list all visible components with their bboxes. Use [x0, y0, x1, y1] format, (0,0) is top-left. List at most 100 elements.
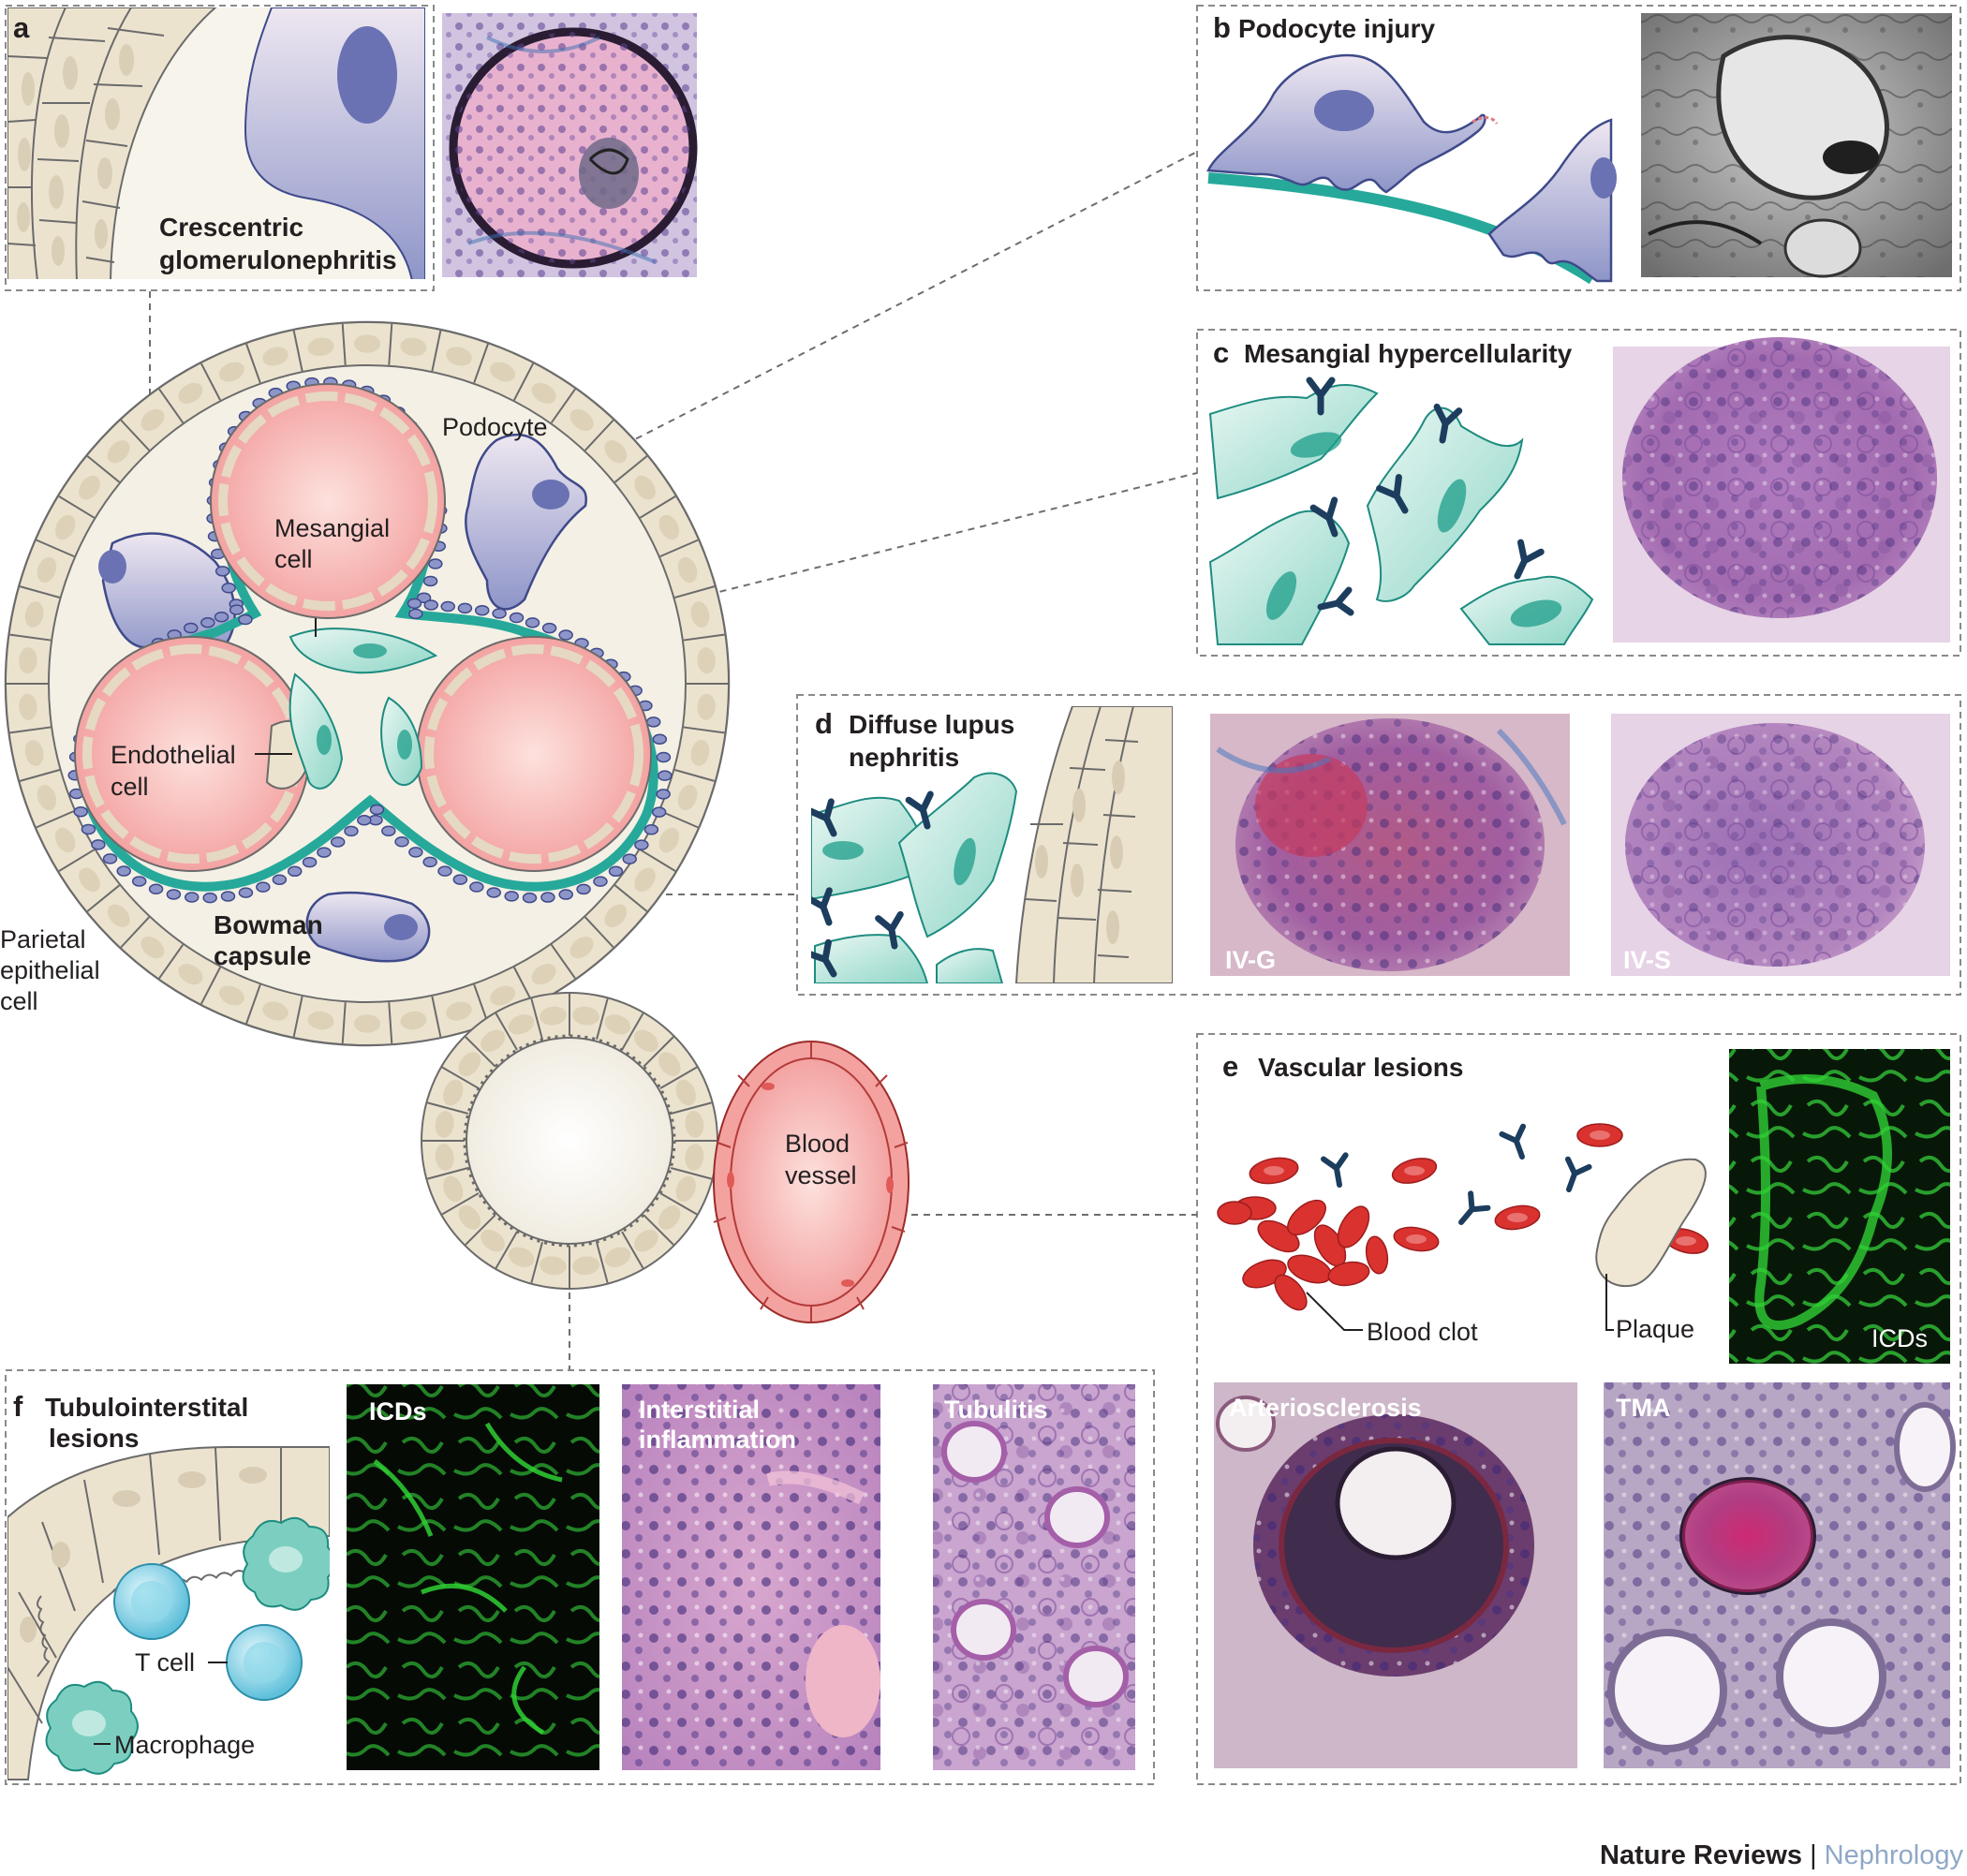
cell-border: [36, 809, 75, 829]
panel-f-icds-label: ICDs: [369, 1397, 427, 1425]
foot-process: [656, 789, 671, 800]
foot-process: [558, 889, 573, 900]
foot-process: [593, 876, 608, 887]
cell-nucleus: [677, 556, 698, 583]
cell-border: [341, 1002, 347, 1044]
bowman-capsule-line2: capsule: [214, 941, 311, 970]
cell-border: [388, 1002, 393, 1044]
mesangial-label-line1: Mesangial: [274, 514, 390, 542]
foot-process: [73, 805, 88, 818]
panel-b-title: Podocyte injury: [1238, 14, 1435, 43]
bowman-capsule-cells: [7, 323, 728, 1044]
cell-border: [36, 539, 75, 558]
panel-d-image2-label: IV-S: [1623, 946, 1671, 974]
cell-border: [20, 769, 60, 782]
interstitial-inflammation-line2: inflammation: [639, 1425, 796, 1454]
foot-process: [422, 575, 438, 587]
cell-nucleus: [54, 827, 76, 853]
cell-border: [20, 585, 60, 598]
cell-border: [584, 916, 614, 949]
cell-border: [621, 1012, 644, 1051]
cell-nucleus: [435, 1144, 454, 1171]
foot-process: [622, 853, 637, 864]
endothelial-label-line2: cell: [111, 773, 149, 801]
panel-d-title-line2: nephritis: [849, 743, 959, 772]
cell-nucleus: [107, 904, 130, 927]
arteriosclerosis-label: Arteriosclerosis: [1229, 1394, 1422, 1422]
panel-b-letter: b: [1213, 11, 1231, 44]
panel-b-micrograph: [1641, 13, 1952, 278]
podocytes: [101, 433, 588, 963]
cell-nucleus: [400, 337, 427, 357]
cell-border: [465, 1036, 496, 1068]
tubulitis-label: Tubulitis: [944, 1396, 1047, 1424]
panel-c: c Mesangial hypercellularity: [1208, 336, 1950, 645]
cell-border: [86, 884, 121, 912]
cell-nucleus: [569, 936, 594, 959]
foot-process: [330, 836, 346, 848]
foot-process: [657, 770, 673, 781]
panel-a-micrograph: [442, 13, 698, 277]
foot-process: [416, 592, 432, 604]
panel-c-frame: [1196, 329, 1961, 657]
foot-process: [287, 865, 303, 878]
nucleus-icon: [337, 26, 397, 124]
panel-b-frame: [1196, 5, 1961, 291]
foot-process: [558, 629, 573, 641]
foot-process: [131, 876, 147, 887]
cell-border: [639, 495, 676, 519]
cell-border: [670, 1101, 712, 1115]
cell-nucleus: [677, 784, 698, 811]
cell-border: [495, 1012, 518, 1051]
cell-border: [550, 388, 576, 423]
foot-process: [634, 839, 649, 850]
foot-process: [214, 611, 229, 623]
plaque-shape: [1595, 1158, 1707, 1288]
cell-border: [530, 1241, 543, 1283]
cell-border: [643, 1214, 674, 1246]
cell-border: [670, 1167, 712, 1180]
cell-border: [473, 343, 489, 384]
cell-nucleus: [353, 1014, 381, 1033]
foot-process: [344, 825, 359, 837]
foot-process: [486, 887, 501, 898]
cell-border: [245, 983, 261, 1025]
cell-nucleus: [79, 475, 100, 500]
cell-border: [683, 633, 725, 642]
cell-nucleus: [690, 601, 710, 628]
cell-nucleus: [490, 985, 516, 1006]
crescent-illustration: [7, 7, 425, 279]
tubulointerstitial-illustration: [7, 1446, 330, 1780]
foot-process: [238, 887, 254, 898]
cell-nucleus: [658, 514, 680, 540]
cell-border: [200, 967, 222, 1005]
panel-d-frame: [796, 694, 1961, 996]
cell-border: [120, 916, 150, 949]
panel-e-tma-micrograph: [1604, 1382, 1956, 1768]
panel-e-arteriosclerosis-micrograph: [1214, 1382, 1577, 1768]
cell-nucleus: [685, 1111, 704, 1138]
cell-nucleus: [140, 408, 165, 432]
tma-label: TMA: [1616, 1394, 1670, 1422]
cell-nucleus: [443, 1079, 464, 1106]
cell-nucleus: [634, 867, 656, 893]
foot-process: [428, 558, 443, 569]
cell-border: [427, 1101, 469, 1115]
cell-nucleus: [604, 440, 628, 464]
footer-separator: |: [1802, 1840, 1825, 1870]
cell-nucleus: [446, 347, 472, 366]
cell-border: [292, 330, 303, 372]
cell-nucleus: [490, 362, 516, 382]
panel-f-title-line2: lesions: [49, 1424, 139, 1453]
red-blood-cells: [1217, 1123, 1709, 1311]
cell-nucleus: [633, 1029, 658, 1053]
panel-a: a Crescentric glomerulonephritis: [7, 7, 698, 279]
cell-nucleus: [19, 693, 37, 720]
foot-process: [116, 865, 131, 877]
panel-b: b Podocyte injury: [1206, 11, 1952, 285]
cell-nucleus: [572, 1006, 599, 1026]
foot-process: [81, 823, 96, 835]
macrophage-label: Macrophage: [114, 1731, 255, 1759]
panel-d-letter: d: [815, 707, 833, 740]
tubule-cells: [422, 994, 717, 1288]
